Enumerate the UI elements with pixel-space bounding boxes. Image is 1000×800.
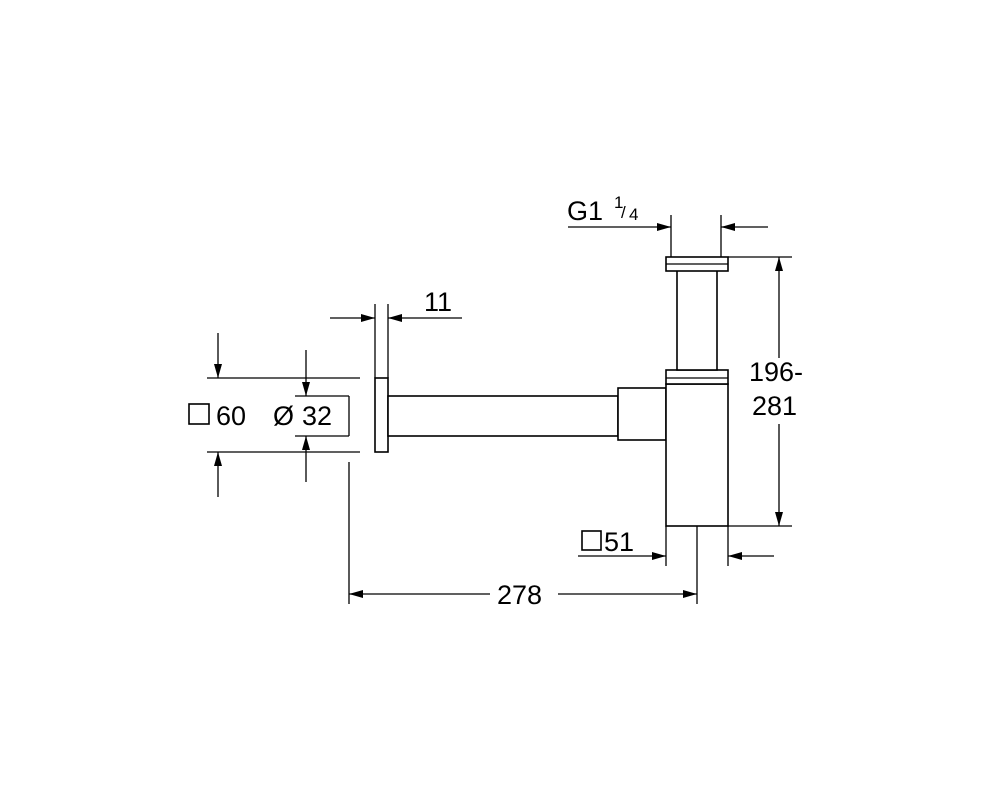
projection-label: 278	[497, 580, 542, 610]
siphon-outline	[348, 256, 729, 527]
square-symbol-icon	[188, 403, 210, 425]
height-range-label: 196- 281	[749, 357, 803, 421]
diameter-symbol-icon: Ø	[273, 401, 294, 431]
height-range-line2: 281	[752, 391, 797, 421]
pipe-collar	[617, 387, 667, 441]
height-range-line1: 196-	[749, 357, 803, 387]
thread-denominator: 4	[629, 205, 638, 224]
dimension-lines	[214, 223, 783, 598]
body-square-value: 51	[604, 527, 634, 557]
pipe-diameter-value: 32	[302, 401, 332, 431]
inlet-tube	[676, 269, 718, 371]
flange-thickness-label: 11	[424, 287, 452, 317]
extension-lines	[207, 215, 792, 604]
wall-flange	[374, 377, 389, 453]
flange-square-label: 60	[188, 401, 246, 431]
siphon-body	[665, 383, 729, 527]
thread-numerator: 1	[614, 193, 623, 212]
body-square-label: 51	[581, 527, 634, 557]
thread-size-label: G1 1 / 4	[567, 193, 638, 226]
thread-prefix: G1	[567, 196, 603, 226]
square-symbol-icon	[581, 530, 602, 551]
pipe-diameter-label: Ø 32	[273, 401, 332, 431]
flange-square-value: 60	[216, 401, 246, 431]
outlet-pipe	[387, 395, 619, 437]
body-top-ring	[665, 369, 729, 385]
thread-slash: /	[621, 203, 626, 222]
